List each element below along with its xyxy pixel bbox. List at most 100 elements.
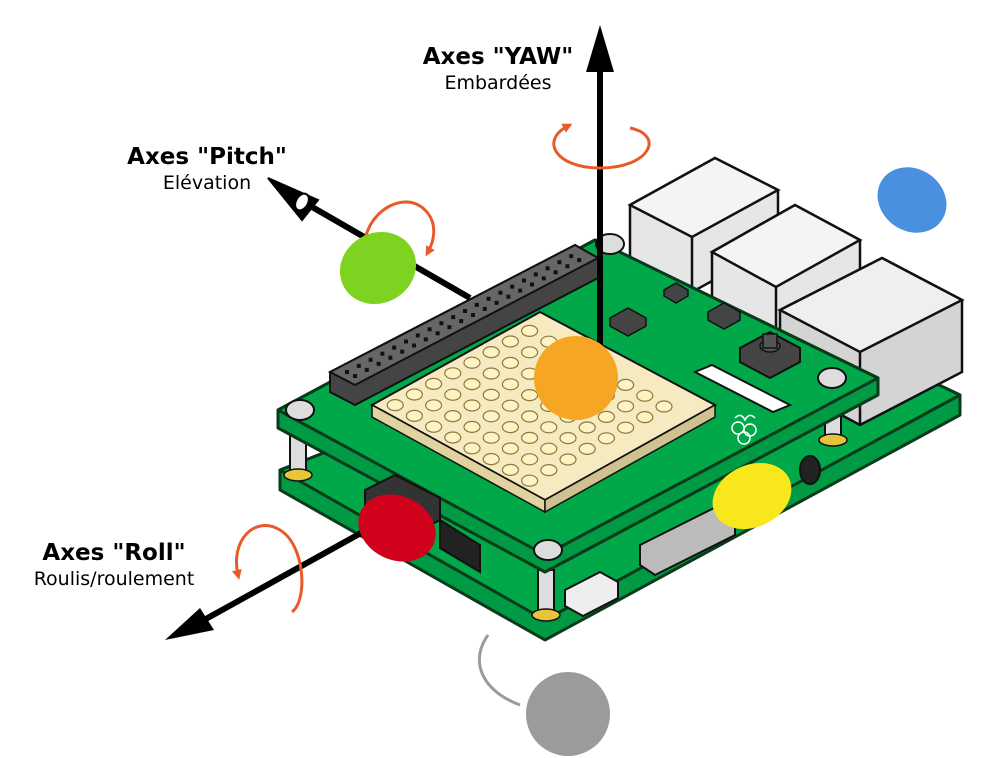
led-pixel: [501, 378, 519, 391]
led-pixel: [386, 399, 404, 412]
audio-jack: [799, 455, 821, 485]
led-pixel: [520, 431, 539, 444]
led-pixel: [636, 389, 654, 402]
led-pixel: [597, 432, 616, 445]
gpio-pin: [400, 349, 405, 354]
led-pixel: [463, 356, 481, 369]
led-pixel: [405, 409, 423, 422]
led-pixel: [425, 377, 443, 390]
roll-label: Axes "Roll" Roulis/roulement: [14, 540, 214, 590]
led-pixel: [463, 399, 481, 412]
led-pixel: [482, 410, 500, 423]
roll-label-subtitle: Roulis/roulement: [33, 568, 195, 590]
yaw-label-subtitle: Embardées: [444, 72, 552, 94]
gray-rotation-arc: [478, 634, 521, 707]
slot-cutout: [692, 363, 793, 414]
led-pixel: [482, 388, 500, 401]
led-pixel: [578, 421, 596, 434]
gpio-pin: [364, 367, 369, 372]
led-pixel: [501, 442, 519, 455]
gpio-pin: [404, 339, 408, 344]
led-pixel: [482, 367, 500, 380]
gpio-pin: [557, 260, 562, 265]
gpio-pin: [376, 361, 381, 366]
gpio-pin: [569, 254, 574, 259]
mounting-holes: [285, 233, 847, 561]
gpio-pin: [447, 325, 452, 330]
led-pixel: [520, 389, 539, 402]
led-pixel: [482, 431, 500, 444]
led-pixel: [540, 464, 558, 477]
blue-marker: [877, 167, 947, 233]
gpio-pin: [530, 282, 534, 287]
led-pixel: [520, 453, 539, 466]
led-pixel: [444, 431, 462, 444]
green-marker: [339, 231, 417, 305]
led-pixel: [444, 388, 462, 401]
gpio-pin: [518, 288, 523, 293]
led-pixel: [520, 324, 539, 337]
led-pixel: [559, 453, 577, 466]
gpio-pin: [474, 302, 479, 307]
led-pixel: [520, 410, 539, 423]
led-pixel: [463, 420, 481, 433]
pitch-label: Axes "Pitch" Elévation: [112, 144, 302, 194]
gpio-pin: [353, 374, 357, 378]
led-pixel: [463, 378, 481, 391]
led-pixel: [444, 410, 462, 423]
gpio-pin: [392, 345, 397, 350]
sensor-chip-2: [707, 302, 741, 330]
led-pixel: [616, 421, 635, 434]
pitch-rotation-arrow: [363, 200, 436, 257]
led-pixel: [616, 378, 635, 391]
roll-rotation-arrow: [232, 524, 304, 614]
gpio-pin: [415, 333, 420, 338]
led-pixel: [405, 388, 423, 401]
micro-usb-connector: [564, 570, 619, 618]
gpio-pin: [577, 258, 582, 263]
gpio-pin: [423, 337, 428, 342]
gpio-pin: [380, 351, 385, 356]
led-pixel: [655, 400, 673, 413]
gpio-pin: [482, 306, 487, 311]
gpio-pin: [545, 266, 550, 271]
red-marker: [358, 494, 436, 562]
gpio-pin: [388, 355, 393, 360]
gpio-pin: [439, 321, 444, 326]
led-pixel: [425, 420, 443, 433]
orange-marker: [534, 336, 618, 420]
gpio-pin: [506, 294, 511, 299]
led-pixel: [636, 411, 654, 424]
led-pixel: [501, 463, 519, 476]
roll-label-title: Axes "Roll": [42, 540, 186, 566]
gpio-pin: [463, 309, 467, 313]
led-pixel: [559, 432, 577, 445]
gpio-pin: [522, 278, 526, 283]
led-pixel: [578, 442, 596, 455]
yaw-axis: [586, 25, 614, 400]
gray-marker: [526, 672, 610, 756]
led-pixel: [501, 356, 519, 369]
joystick: [739, 330, 801, 380]
gpio-pin: [486, 296, 491, 301]
led-pixel: [425, 399, 443, 412]
sensor-chip-1: [609, 307, 647, 337]
pitch-label-title: Axes "Pitch": [127, 144, 287, 170]
yaw-label: Axes "YAW" Embardées: [408, 44, 588, 94]
gpio-pin: [541, 276, 546, 281]
pitch-label-subtitle: Elévation: [162, 172, 252, 194]
gpio-pin: [435, 331, 440, 336]
yellow-marker: [712, 462, 792, 530]
gpio-pin: [553, 270, 558, 275]
led-pixel: [540, 442, 558, 455]
led-pixel: [616, 400, 635, 413]
led-pixel: [597, 410, 616, 423]
gpio-pin: [427, 327, 432, 332]
gpio-pin: [533, 272, 538, 277]
raspberry-logo-icon: [731, 414, 757, 445]
gpio-pin: [368, 357, 373, 362]
led-pixel: [520, 346, 539, 359]
gpio-pin: [451, 315, 456, 320]
